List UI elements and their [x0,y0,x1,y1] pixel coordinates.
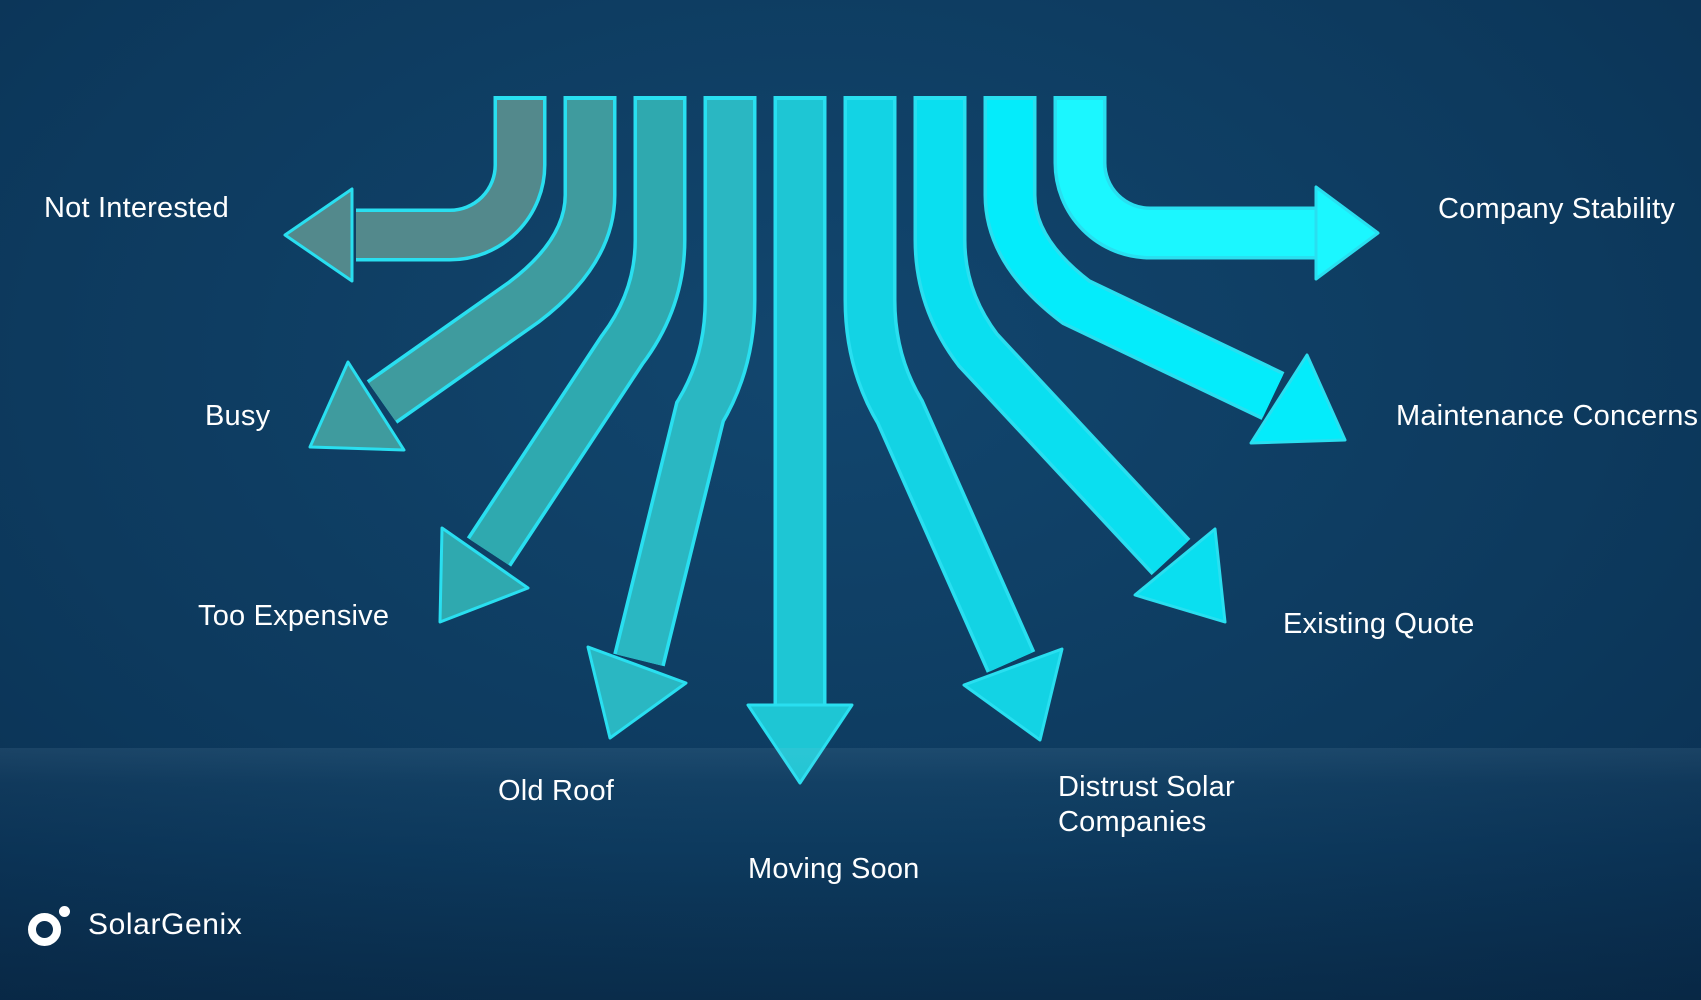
arrow-busy [308,96,617,452]
label-busy: Busy [205,400,271,432]
label-moving-soon: Moving Soon [748,853,920,885]
arrow-too-expensive [438,96,687,624]
label-existing-quote: Existing Quote [1283,608,1475,640]
logo-dot [59,906,70,917]
arrow-company-stability [1053,96,1380,281]
brand-logo: SolarGenix [28,903,242,947]
label-company-stability: Company Stability [1438,193,1676,225]
brand-name: SolarGenix [88,908,243,941]
label-not-interested: Not Interested [44,192,229,224]
logo-ring [28,913,61,946]
label-too-expensive: Too Expensive [198,600,390,632]
arrow-maintenance-concerns [983,96,1347,445]
arrow-moving-soon [746,96,854,785]
arrow-distrust-solar-companies [843,96,1064,742]
arrow-existing-quote [913,96,1227,624]
label-old-roof: Old Roof [498,775,615,807]
arrow-old-roof [586,96,757,740]
ring-with-dot-icon [28,903,72,947]
arrow-not-interested [283,96,547,283]
label-maintenance-concerns: Maintenance Concerns [1396,400,1699,432]
label-distrust-solar-companies: Distrust Solar Companies [1058,771,1235,838]
